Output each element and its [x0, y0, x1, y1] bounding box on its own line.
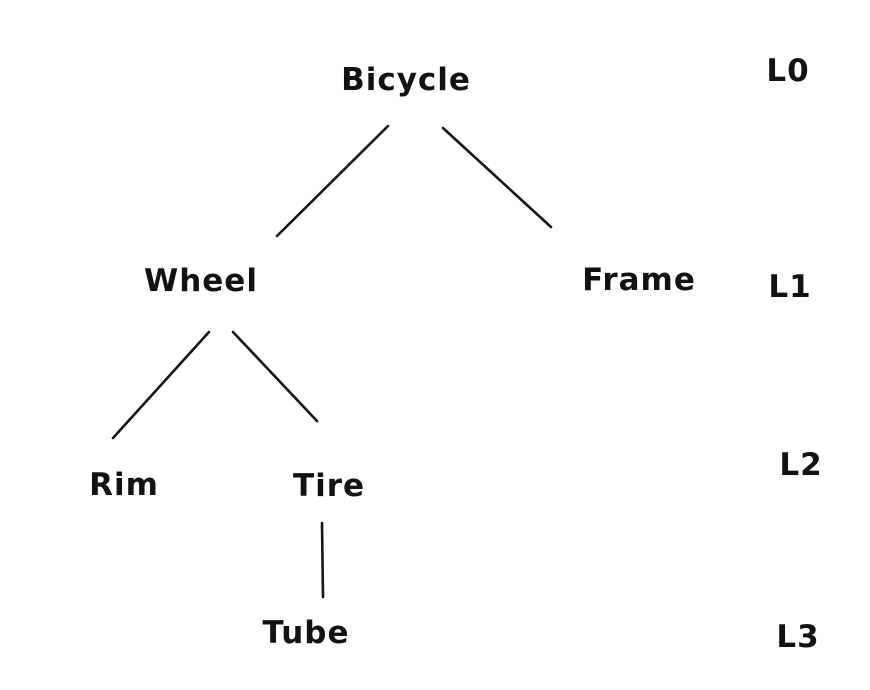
edge-bicycle-frame [441, 126, 553, 229]
level-label-l3: L3 [776, 619, 820, 655]
edge-bicycle-wheel [275, 124, 390, 238]
node-bicycle: Bicycle [341, 62, 471, 98]
level-label-l1: L1 [768, 269, 812, 305]
node-rim: Rim [89, 467, 159, 503]
level-label-l2: L2 [779, 447, 823, 483]
edge-wheel-tire [231, 330, 319, 423]
node-wheel: Wheel [144, 263, 258, 299]
level-label-l0: L0 [766, 53, 810, 89]
edge-wheel-rim [111, 330, 211, 440]
node-tube: Tube [262, 615, 350, 651]
node-tire: Tire [292, 468, 366, 504]
edge-tire-tube [320, 521, 325, 599]
node-frame: Frame [582, 262, 696, 298]
